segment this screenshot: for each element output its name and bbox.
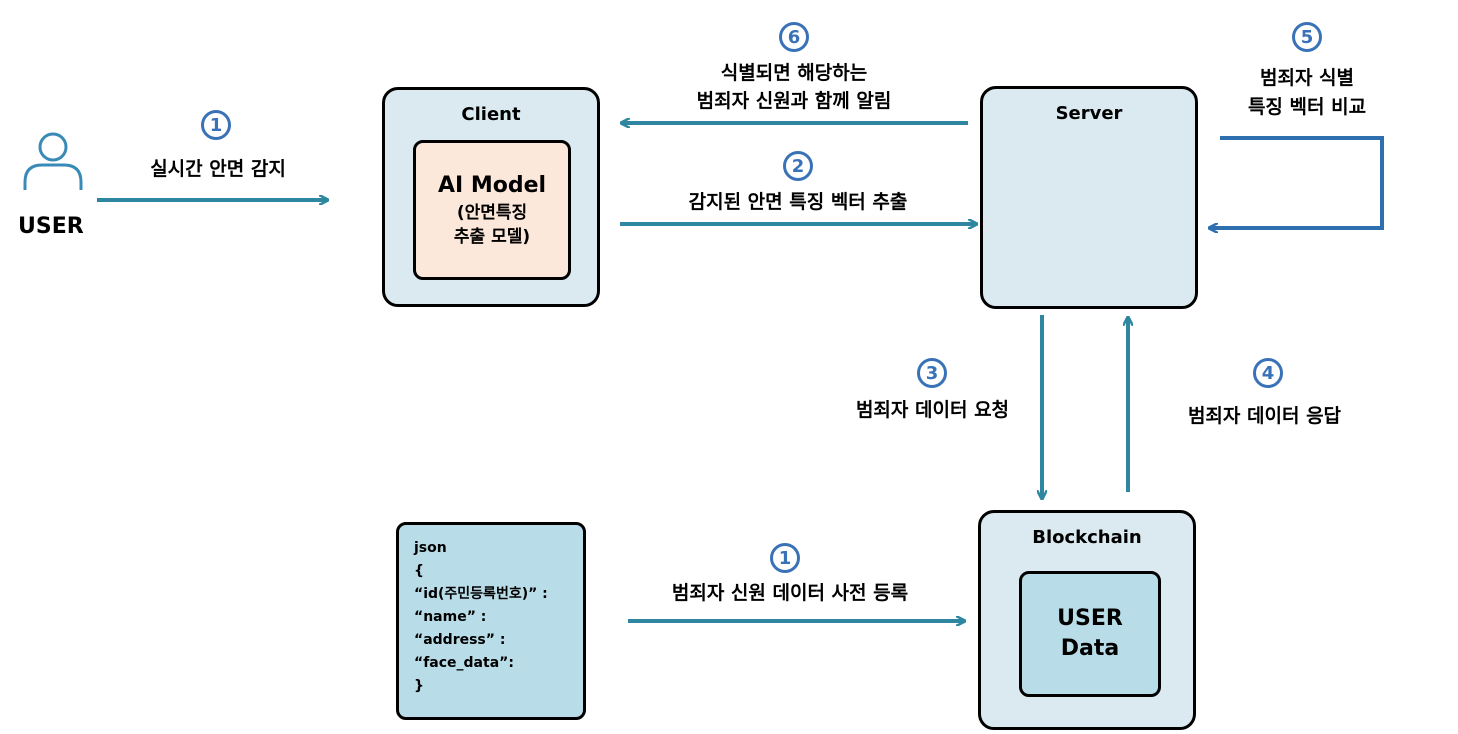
step-reg-label: 범죄자 신원 데이터 사전 등록 bbox=[671, 582, 909, 604]
json-line: } bbox=[414, 678, 424, 694]
json-line: “name” : bbox=[414, 609, 487, 625]
json-line: json bbox=[414, 540, 447, 556]
ai-model-title: AI Model bbox=[437, 173, 547, 198]
server-box: Server bbox=[980, 86, 1198, 309]
step-5-label-line-1: 범죄자 식별 bbox=[1259, 67, 1354, 89]
step-3-badge: 3 bbox=[917, 358, 947, 388]
blockchain-title: Blockchain bbox=[1032, 527, 1142, 548]
ai-model-sub-2: 추출 모델) bbox=[453, 227, 531, 247]
step-5-badge: 5 bbox=[1292, 22, 1322, 52]
step-reg-badge: 1 bbox=[770, 543, 800, 573]
client-title: Client bbox=[461, 104, 521, 125]
ai-model-sub-1: (안면특징 bbox=[456, 203, 528, 223]
step-2-label: 감지된 안면 특징 벡터 추출 bbox=[688, 191, 908, 213]
json-line: { bbox=[414, 563, 424, 579]
json-line: “id(주민등록번호)” : bbox=[414, 586, 548, 602]
user-icon bbox=[22, 130, 84, 192]
arrow-server-self-compare bbox=[1210, 136, 1384, 228]
step-1-label: 실시간 안면 감지 bbox=[150, 158, 286, 180]
user-data-box: USER Data bbox=[1019, 571, 1161, 697]
step-2-badge: 2 bbox=[783, 151, 813, 181]
step-6-label-line-2: 범죄자 신원과 함께 알림 bbox=[696, 90, 892, 112]
step-1-badge: 1 bbox=[201, 110, 231, 140]
step-4-label: 범죄자 데이터 응답 bbox=[1187, 405, 1342, 427]
step-3-label: 범죄자 데이터 요청 bbox=[855, 399, 1010, 421]
step-4-badge: 4 bbox=[1253, 358, 1283, 388]
user-data-line-2: Data bbox=[1060, 636, 1120, 661]
server-title: Server bbox=[1055, 103, 1123, 124]
json-box: json { “id(주민등록번호)” : “name” : “address”… bbox=[396, 522, 586, 720]
ai-model-box: AI Model (안면특징 추출 모델) bbox=[413, 140, 571, 280]
json-line: “face_data”: bbox=[414, 655, 514, 671]
blockchain-box: Blockchain USER Data bbox=[978, 510, 1196, 730]
step-5-label-line-2: 특징 벡터 비교 bbox=[1247, 96, 1367, 118]
step-6-badge: 6 bbox=[779, 22, 809, 52]
step-6-label-line-1: 식별되면 해당하는 bbox=[720, 62, 868, 84]
user-label: USER bbox=[18, 214, 84, 239]
client-box: Client AI Model (안면특징 추출 모델) bbox=[382, 87, 600, 307]
user-data-line-1: USER bbox=[1057, 606, 1123, 631]
json-line: “address” : bbox=[414, 632, 506, 648]
